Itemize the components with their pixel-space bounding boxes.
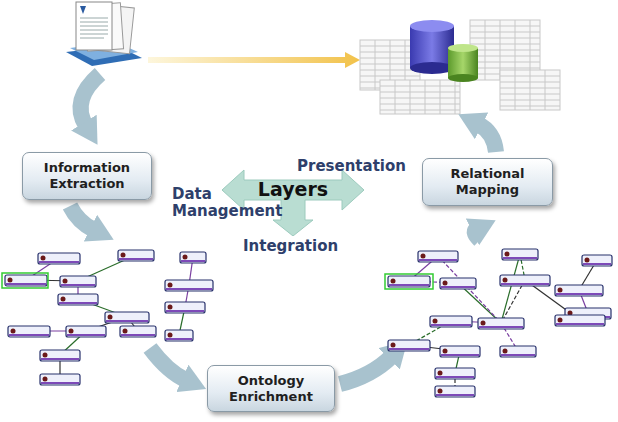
node-label: Ontology Enrichment: [215, 373, 327, 405]
layer-label: Data Management: [172, 186, 232, 220]
layer-label: Presentation: [297, 158, 406, 175]
node-label: Relational Mapping: [430, 166, 545, 198]
process-arrows: [70, 74, 496, 384]
node-label: Layers: [258, 178, 328, 200]
node-label: Information Extraction: [30, 160, 144, 192]
process-box: Ontology Enrichment: [207, 365, 335, 412]
layer-label: Integration: [243, 238, 338, 255]
process-box: Information Extraction: [22, 152, 152, 200]
flow-arrow: [148, 52, 360, 68]
documents-icon: [66, 2, 142, 66]
database-icon: [360, 20, 560, 114]
layers-arrow: Layers: [222, 168, 364, 236]
process-box: Relational Mapping: [422, 158, 553, 206]
